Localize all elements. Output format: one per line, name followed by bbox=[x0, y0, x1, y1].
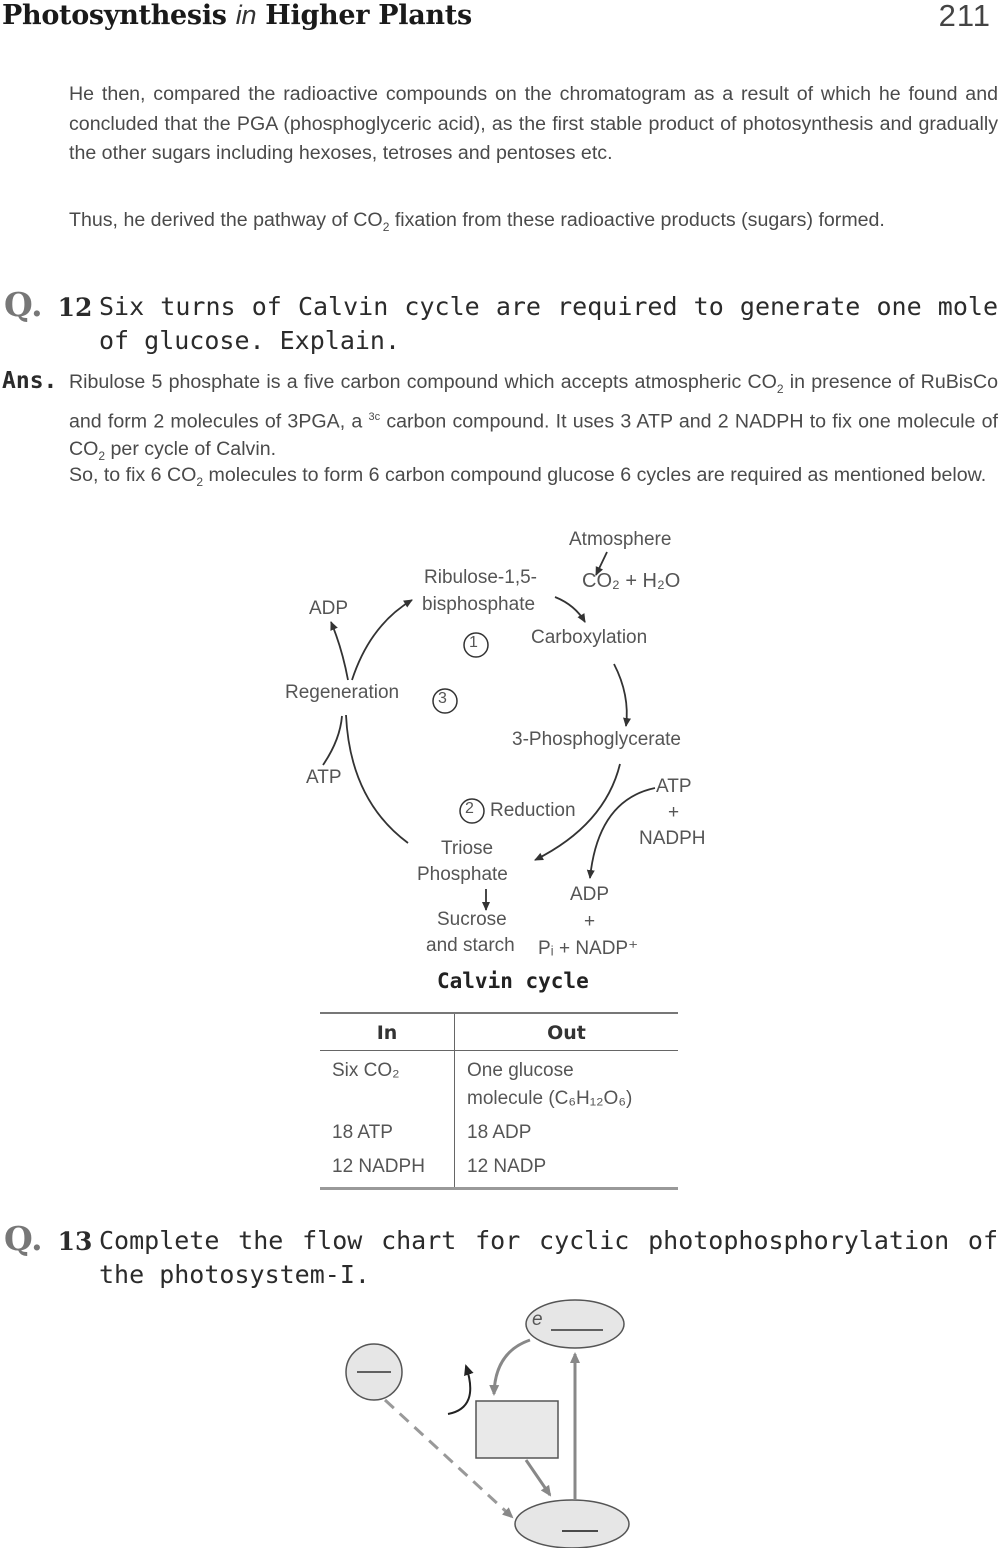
pi-nadp-label: Pᵢ + NADP⁺ bbox=[538, 938, 639, 959]
table-row: 12 NADPH 12 NADP bbox=[320, 1150, 678, 1189]
question-mark-q: Q. bbox=[4, 1219, 43, 1258]
atmosphere-label: Atmosphere bbox=[569, 529, 672, 550]
ribulose-label-2: bisphosphate bbox=[422, 594, 536, 615]
question-number: 12 bbox=[57, 293, 93, 322]
ans-p1-sub2: 2 bbox=[98, 449, 106, 464]
ans-p2-b: molecules to form 6 carbon compound gluc… bbox=[203, 464, 987, 486]
intro-paragraph-1: He then, compared the radioactive compou… bbox=[69, 83, 998, 164]
ans-p1-d: per cycle of Calvin. bbox=[105, 438, 277, 461]
sucrose-label-1: Sucrose bbox=[437, 909, 507, 930]
question-13-text: Complete the flow chart for cyclic photo… bbox=[99, 1226, 998, 1289]
left-circle-blank: — bbox=[366, 1360, 380, 1376]
out-line-1: One glucose bbox=[467, 1060, 574, 1081]
table-cell-in: 18 ATP bbox=[320, 1116, 455, 1150]
ans-p2-sub: 2 bbox=[196, 474, 204, 489]
triose-label-2: Phosphate bbox=[417, 864, 508, 885]
plus-nadp: + bbox=[584, 911, 596, 932]
adp-top-label: ADP bbox=[309, 598, 349, 619]
question-number: 13 bbox=[57, 1227, 93, 1256]
nadph-label: NADPH bbox=[639, 828, 706, 849]
table-cell-in: 12 NADPH bbox=[320, 1150, 455, 1189]
table-header-row: In Out bbox=[320, 1013, 678, 1051]
ans-p1-sub1: 2 bbox=[776, 381, 784, 396]
carboxylation-label: Carboxylation bbox=[531, 627, 648, 648]
reduction-label: Reduction bbox=[490, 800, 576, 821]
ans-p1-a: Ribulose 5 phosphate is a five carbon co… bbox=[69, 371, 777, 393]
question-mark-q: Q. bbox=[4, 285, 43, 324]
title-part2: Higher Plants bbox=[256, 0, 472, 31]
step-3-number: 3 bbox=[438, 690, 447, 707]
table-row: Six CO₂ One glucose molecule (C₆H₁₂O₆) bbox=[320, 1050, 679, 1117]
triose-label-1: Triose bbox=[441, 838, 494, 859]
calvin-cycle-caption: Calvin cycle bbox=[437, 969, 589, 993]
para2-text-b: fixation from these radioactive products… bbox=[389, 209, 885, 231]
table-cell-in: Six CO₂ bbox=[320, 1050, 455, 1116]
adp-bottom-label: ADP bbox=[570, 884, 610, 905]
out-line-2: molecule (C₆H₁₂O₆) bbox=[467, 1088, 633, 1109]
step-2-number: 2 bbox=[465, 800, 474, 817]
atp-left-label: ATP bbox=[306, 767, 342, 788]
plus-nadph: + bbox=[668, 802, 680, 823]
phosphoglycerate-label: 3-Phosphoglycerate bbox=[512, 729, 681, 750]
ribulose-label-1: Ribulose-1,5- bbox=[424, 567, 537, 588]
table-cell-out: 18 ADP bbox=[467, 1122, 532, 1143]
answer-label: Ans. bbox=[2, 368, 58, 394]
table-cell-out: One glucose molecule (C₆H₁₂O₆) bbox=[455, 1051, 679, 1117]
column-header-in: In bbox=[320, 1013, 455, 1051]
table-cell-out: 12 NADP bbox=[467, 1156, 547, 1177]
electron-label: e bbox=[532, 1309, 543, 1330]
ans-p1-sup: 3c bbox=[368, 410, 381, 423]
title-italic: in bbox=[235, 0, 257, 30]
bottom-ellipse-blank: — bbox=[572, 1515, 586, 1531]
intro-paragraph-2: Thus, he derived the pathway of CO2 fixa… bbox=[69, 206, 998, 242]
answer-paragraph-2: So, to fix 6 CO2 molecules to form 6 car… bbox=[69, 461, 998, 496]
ans-p2-a: So, to fix 6 CO bbox=[69, 464, 197, 486]
atp-right-label: ATP bbox=[656, 776, 692, 797]
co2-h2o-label: CO₂ + H₂O bbox=[582, 570, 681, 592]
para2-sub: 2 bbox=[382, 219, 390, 234]
in-out-table: In Out Six CO₂ One glucose molecule (C₆H… bbox=[320, 1012, 678, 1190]
table-row: 18 ATP 18 ADP bbox=[320, 1116, 678, 1150]
sucrose-label-2: and starch bbox=[426, 935, 515, 956]
column-header-out: Out bbox=[454, 1013, 678, 1051]
title-part1: Photosynthesis bbox=[2, 0, 236, 31]
question-13-marker: Q. 13 bbox=[4, 1222, 92, 1259]
page-title: Photosynthesis in Higher Plants bbox=[2, 0, 472, 31]
ans-p1-b: in presence of RuBisCo and form 2 molecu… bbox=[69, 371, 998, 433]
regeneration-label: Regeneration bbox=[285, 682, 400, 703]
page-number: 211 bbox=[938, 0, 991, 33]
answer-paragraph-1: Ribulose 5 phosphate is a five carbon co… bbox=[69, 368, 998, 470]
para2-text-a: Thus, he derived the pathway of CO bbox=[69, 209, 383, 231]
step-1-number: 1 bbox=[469, 634, 478, 651]
question-12-marker: Q. 12 bbox=[4, 288, 92, 325]
question-12-text: Six turns of Calvin cycle are required t… bbox=[99, 292, 998, 355]
ans-p1-c: carbon compound. It uses 3 ATP and 2 NAD… bbox=[69, 410, 998, 461]
